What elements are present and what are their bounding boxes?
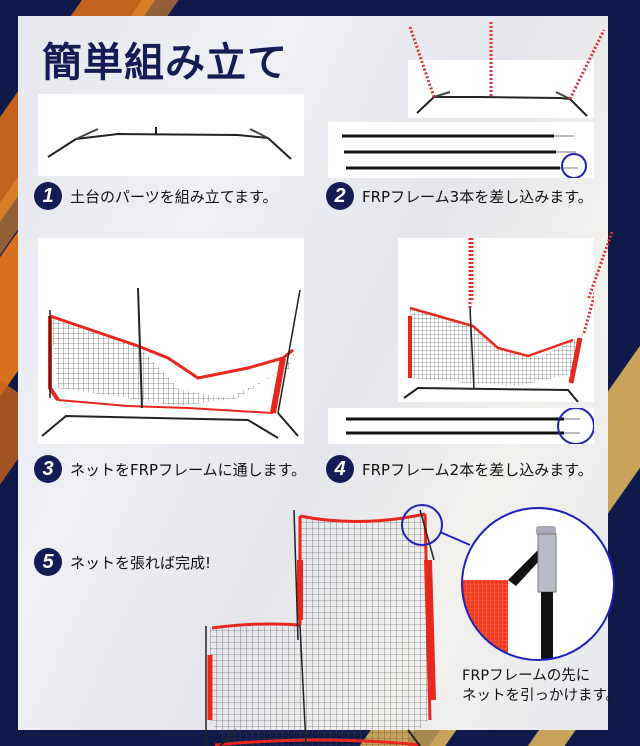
- step4-pole-extensions: [470, 231, 614, 301]
- step-number-badge: 2: [326, 182, 354, 210]
- step-number-badge: 3: [34, 455, 62, 483]
- step-3: 3 ネットをFRPフレームに通します。: [34, 455, 306, 483]
- step1-photo: [38, 94, 304, 176]
- step2-frame-poles-illustration: [408, 20, 606, 117]
- step-label: FRPフレーム3本を差し込みます。: [362, 187, 593, 206]
- step3-photo: [38, 238, 304, 444]
- base-frame-illustration: [47, 127, 292, 160]
- callout-circle-small: [401, 504, 443, 546]
- step4-photo-net: [398, 238, 594, 402]
- detail-caption-line2: ネットを引っかけます。: [462, 688, 621, 704]
- step-5: 5 ネットを張れば完成!: [34, 548, 211, 576]
- step-number-badge: 5: [34, 548, 62, 576]
- step-1: 1 土台のパーツを組み立てます。: [34, 182, 277, 210]
- step-number-badge: 1: [34, 182, 62, 210]
- step2-photo-poles: [328, 122, 594, 178]
- step2-photo-frame: [408, 60, 594, 118]
- net-threaded-illustration: [41, 287, 301, 439]
- page-title: 簡単組み立て: [42, 40, 288, 86]
- step-label: 土台のパーツを組み立てます。: [70, 187, 278, 206]
- step-4: 4 FRPフレーム2本を差し込みます。: [326, 455, 593, 483]
- net-with-poles-illustration: [403, 238, 594, 402]
- step-2: 2 FRPフレーム3本を差し込みます。: [326, 182, 593, 210]
- step4-photo-poles: [328, 408, 594, 444]
- two-poles-illustration: [346, 408, 594, 444]
- step-label: FRPフレーム2本を差し込みます。: [362, 460, 593, 479]
- step-label: ネットをFRPフレームに通します。: [70, 460, 307, 479]
- three-poles-illustration: [342, 134, 587, 178]
- detail-caption-line1: FRPフレームの先に: [462, 668, 591, 684]
- detail-caption: FRPフレームの先に ネットを引っかけます。: [462, 666, 620, 706]
- detail-zoom-circle: [461, 507, 615, 661]
- step-label: ネットを張れば完成!: [70, 553, 212, 572]
- step-number-badge: 4: [326, 455, 354, 483]
